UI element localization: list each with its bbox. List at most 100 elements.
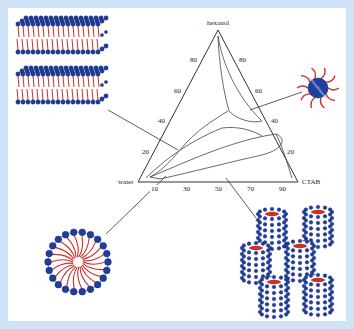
tail-line: [93, 76, 94, 87]
phase-boundary: [150, 111, 228, 177]
leader-lines: [106, 92, 302, 234]
head-dot: [247, 275, 251, 279]
tail-line: [27, 39, 28, 50]
head-dot: [94, 236, 101, 243]
tail-line: [37, 89, 38, 100]
head-dot: [26, 100, 30, 104]
head-dot: [316, 307, 320, 311]
head-dot: [298, 239, 302, 243]
head-dot: [79, 229, 86, 236]
head-dot: [56, 72, 60, 76]
head-dot: [316, 301, 320, 305]
head-dot: [302, 222, 306, 226]
head-dot: [328, 311, 332, 315]
head-dot: [240, 276, 244, 280]
head-dot: [81, 100, 85, 104]
head-dot: [309, 295, 313, 299]
corner-label: CTAB: [301, 178, 321, 186]
head-dot: [328, 281, 332, 285]
head-dot: [277, 229, 281, 233]
head-dot: [298, 249, 302, 253]
head-dot: [328, 276, 332, 280]
head-dot: [302, 308, 306, 312]
hatch-line: [319, 91, 327, 99]
cylinder: [240, 241, 272, 285]
head-dot: [328, 287, 332, 291]
head-dot: [316, 273, 320, 277]
head-dot: [49, 242, 56, 249]
head-dot: [265, 303, 269, 307]
head-dot: [309, 301, 313, 305]
reverse-micelle-illustration: [297, 68, 339, 108]
axis-tick: 20: [141, 148, 150, 156]
head-dot: [328, 237, 332, 241]
head-dot: [45, 259, 52, 266]
head-dot: [279, 297, 283, 301]
tail-line: [43, 76, 44, 87]
tail-line: [38, 76, 39, 87]
head-dot: [298, 273, 302, 277]
head-dot: [91, 22, 95, 26]
tail-line: [38, 26, 39, 37]
head-dot: [310, 253, 314, 257]
cylinder-body: [258, 214, 286, 248]
head-dot: [270, 207, 274, 211]
head-dot: [263, 217, 267, 221]
tail-line: [78, 26, 79, 37]
head-dot: [323, 283, 327, 287]
axis-tick: 40: [157, 117, 166, 125]
head-dot: [316, 295, 320, 299]
head-dot: [96, 72, 100, 76]
head-dot: [41, 72, 45, 76]
head-dot: [309, 227, 313, 231]
tail-line: [81, 242, 95, 259]
head-dot: [66, 100, 70, 104]
head-dot: [309, 274, 313, 278]
head-dot: [298, 267, 302, 271]
head-dot: [258, 286, 262, 290]
tail-line: [42, 89, 43, 100]
head-dot: [328, 225, 332, 229]
head-dot: [258, 210, 262, 214]
head-dot: [76, 72, 80, 76]
head-dot: [100, 33, 103, 36]
head-dot: [258, 304, 262, 308]
head-dot: [254, 281, 258, 285]
head-dot: [61, 22, 65, 26]
tail-line: [33, 26, 34, 37]
head-dot: [87, 231, 94, 238]
head-dot: [86, 72, 90, 76]
head-dot: [31, 22, 35, 26]
head-dot: [86, 50, 90, 54]
head-dot: [36, 22, 40, 26]
tail-line: [74, 235, 78, 257]
head-dot: [104, 66, 108, 70]
head-dot: [284, 301, 288, 305]
axis-tick: 30: [182, 185, 191, 193]
tail-line: [32, 39, 33, 50]
tail-line: [28, 26, 29, 37]
head-dot: [91, 50, 95, 54]
axis-tick: 80: [238, 56, 247, 64]
tail-line: [301, 76, 310, 82]
head-dot: [265, 285, 269, 289]
tail-line: [77, 89, 78, 100]
head-dot: [71, 50, 75, 54]
head-dot: [263, 223, 267, 227]
tail-line: [67, 89, 68, 100]
tail-line: [72, 89, 73, 100]
cylinder-core: [267, 280, 281, 284]
cylinder-body: [304, 212, 332, 246]
ternary-triangle: [138, 30, 298, 182]
lamellar-illustration: [16, 16, 108, 104]
head-dot: [61, 50, 65, 54]
head-dot: [316, 227, 320, 231]
head-dot: [266, 261, 270, 265]
head-dot: [100, 275, 107, 282]
head-dot: [96, 22, 100, 26]
head-dot: [240, 264, 244, 268]
head-dot: [302, 234, 306, 238]
tail-line: [18, 26, 19, 37]
tail-line: [98, 26, 99, 37]
corner-label: hexanol: [206, 19, 230, 27]
